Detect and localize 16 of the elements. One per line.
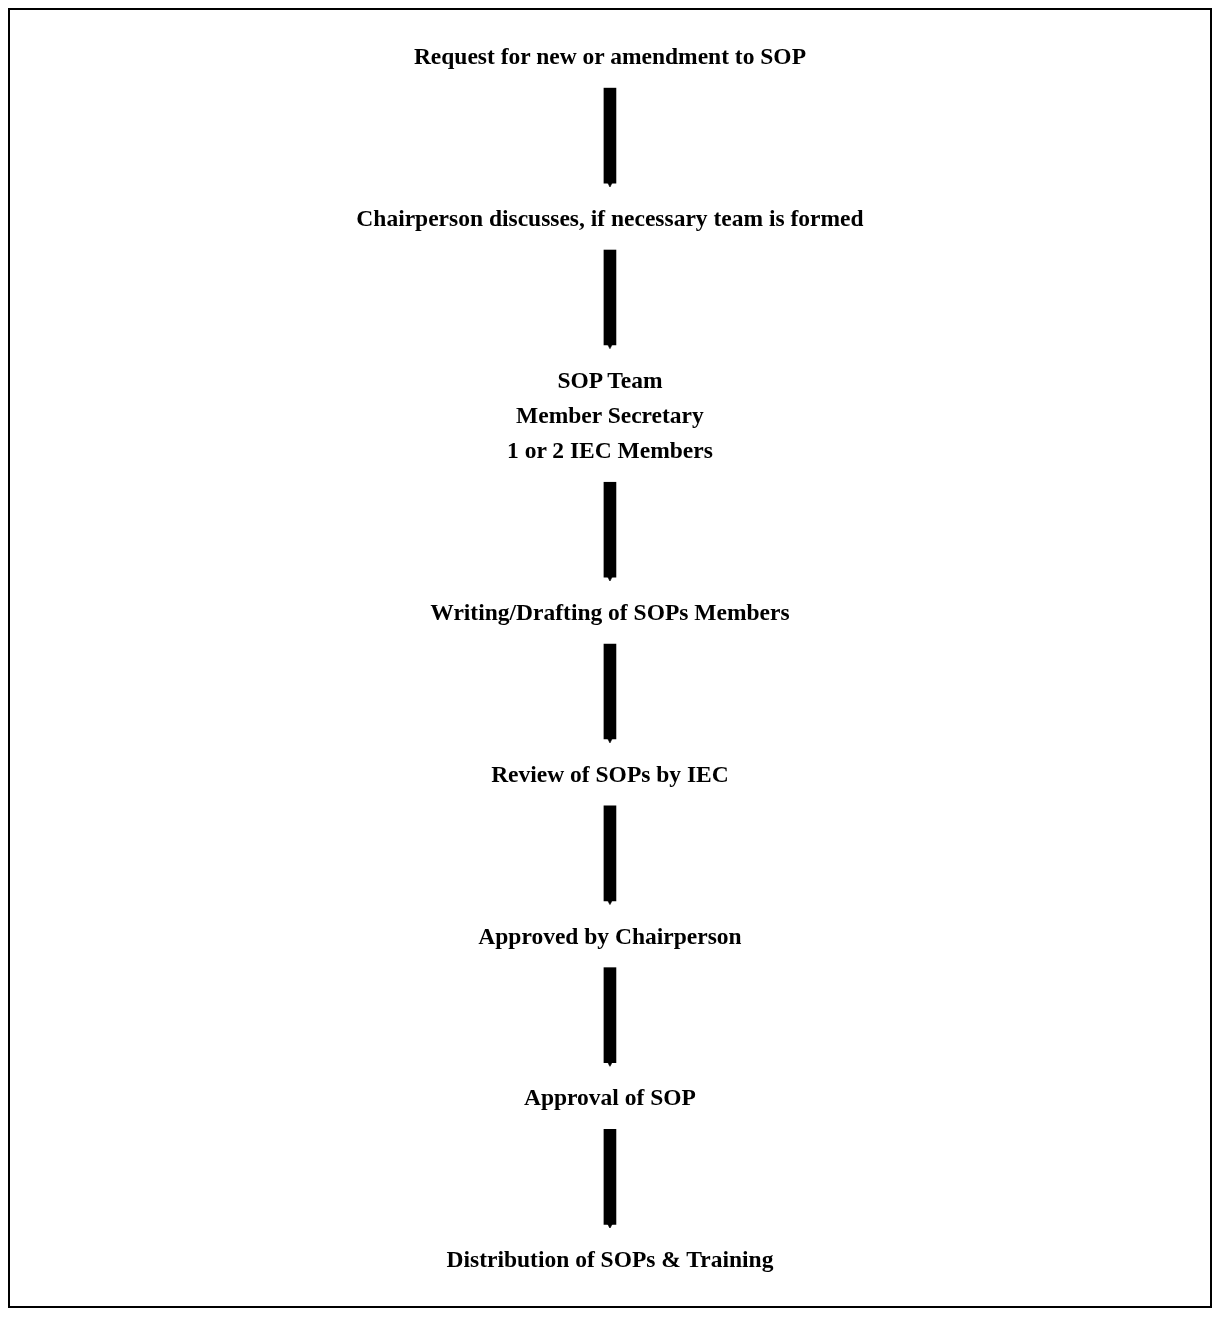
node-text: Writing/Drafting of SOPs Members — [430, 599, 790, 626]
node-text: Approved by Chairperson — [478, 922, 742, 950]
arrow — [603, 967, 617, 1067]
page-border: Request for new or amendment to SOP Chairperson discusses, if necessary team is formed SOP Team Member Secretary 1 or 2 IEC Members Writing/Drafting of SOPs Members Review of SOPs by IEC Approved by Chairperson Approval of SOP Distribution of SOPs & Training — [8, 8, 1212, 1308]
arrow — [603, 805, 617, 906]
node-text: Distribution of SOPs & Training — [446, 1246, 774, 1273]
arrow — [603, 643, 617, 744]
arrow — [603, 249, 617, 350]
node-text: Request for new or amendment to SOP — [413, 43, 807, 70]
arrow — [603, 481, 617, 582]
node-text: Review of SOPs by IEC — [491, 761, 729, 788]
arrow — [603, 1128, 617, 1229]
node-text: SOP Team Member Secretary 1 or 2 IEC Members — [507, 366, 713, 464]
arrow — [603, 87, 617, 188]
node-text: Approval of SOP — [524, 1084, 696, 1111]
node-text: Chairperson discusses, if necessary team is formed — [356, 205, 864, 232]
